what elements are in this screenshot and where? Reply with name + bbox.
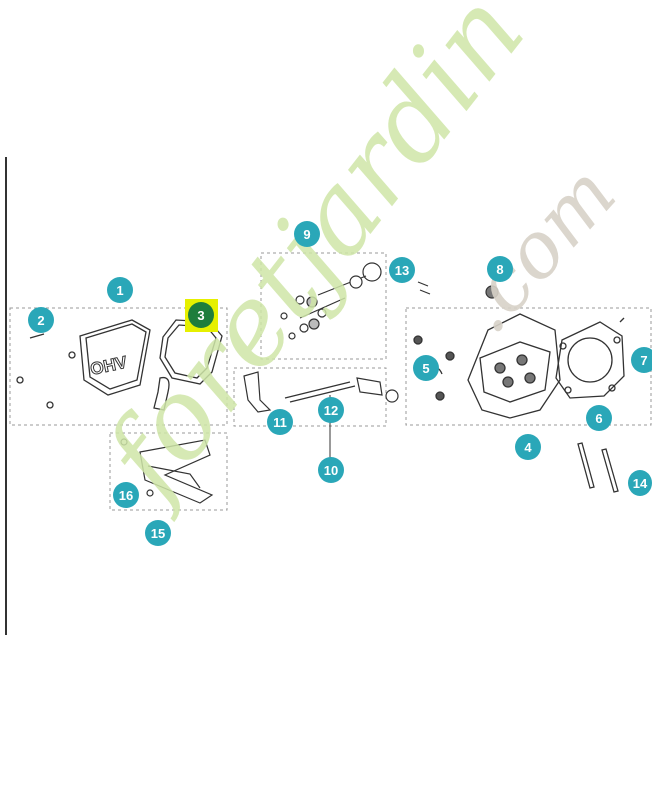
group-box-cylinder-head [405, 307, 652, 426]
breather-part [417, 281, 499, 299]
group-box-valves [260, 252, 387, 360]
callout-11[interactable]: 11 [267, 409, 293, 435]
pins-part [577, 442, 619, 493]
callout-4[interactable]: 4 [515, 434, 541, 460]
callout-13[interactable]: 13 [389, 257, 415, 283]
callout-9[interactable]: 9 [294, 221, 320, 247]
callout-14[interactable]: 14 [628, 470, 652, 496]
callout-7[interactable]: 7 [631, 347, 652, 373]
cylinder-head-part [413, 313, 561, 419]
callout-12[interactable]: 12 [318, 397, 344, 423]
group-box-valve-cover [9, 307, 228, 426]
deflector-part [120, 438, 214, 504]
callout-16[interactable]: 16 [113, 482, 139, 508]
callout-5[interactable]: 5 [413, 355, 439, 381]
head-gasket-part [555, 317, 625, 399]
callout-2[interactable]: 2 [28, 307, 54, 333]
callout-15[interactable]: 15 [145, 520, 171, 546]
callout-6[interactable]: 6 [586, 405, 612, 431]
callout-8[interactable]: 8 [487, 256, 513, 282]
callout-1[interactable]: 1 [107, 277, 133, 303]
group-box-deflector [109, 432, 228, 511]
left-border-line [5, 157, 7, 635]
valve-cover-part: OHV [16, 319, 151, 409]
callout-10[interactable]: 10 [318, 457, 344, 483]
callout-3[interactable]: 3 [188, 302, 214, 328]
valves-part [280, 262, 382, 340]
